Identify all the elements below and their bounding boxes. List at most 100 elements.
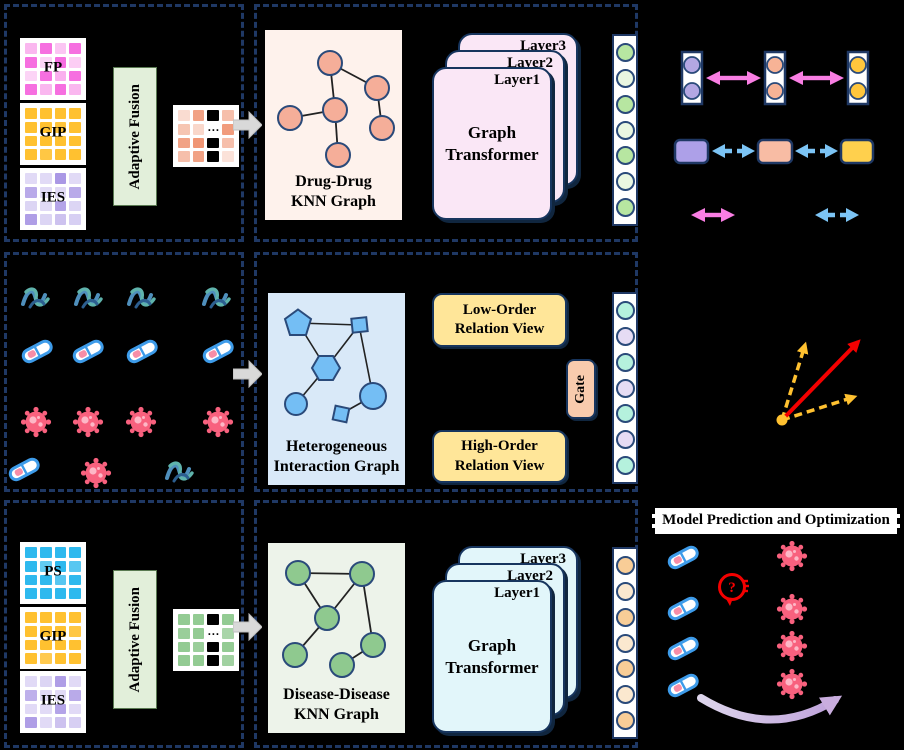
yellow-embedding-circle (849, 56, 867, 74)
matrix-label: PS (44, 563, 62, 580)
matrix-cell (69, 173, 81, 184)
panel-drug-knn-transformer: Drug-Drug KNN Graph Layer3 Layer2 Layer1… (254, 4, 638, 242)
flow-arrow (233, 111, 262, 139)
matrix-cell (192, 627, 205, 639)
matrix-cell (39, 200, 52, 212)
matrix-label: GIP (39, 124, 67, 141)
drug-embedding-column (612, 34, 638, 226)
hetero-graph-box: Heterogeneous Interaction Graph (268, 293, 405, 485)
yellow-view-rect (839, 138, 875, 165)
matrix-cell (207, 641, 220, 653)
title-line: Disease-Disease (283, 686, 390, 703)
matrix-cell (39, 70, 52, 82)
matrix-cell (25, 186, 37, 198)
protein-icon (124, 282, 158, 312)
matrix-grid (20, 607, 86, 669)
matrix-cell (54, 186, 67, 198)
matrix-cell (25, 108, 37, 119)
matrix-cell (39, 717, 52, 728)
matrix-cell (39, 43, 52, 54)
matrix-label: GIP (39, 628, 67, 645)
panel-disease-similarity: PS GIP IES Adaptive Fusion … (4, 500, 244, 748)
matrix-cell (25, 173, 37, 184)
matrix-cell (54, 560, 67, 572)
yellow-embedding-circle (849, 82, 867, 100)
virus-icon (201, 405, 235, 439)
matrix-cell (69, 56, 81, 68)
embedding-circle (615, 581, 635, 601)
layer-label: Layer1 (494, 585, 540, 601)
section-prediction: Model Prediction and Optimization ? (645, 500, 904, 750)
matrix-cell (25, 560, 37, 572)
matrix-cell (54, 588, 67, 599)
matrix-cell (25, 121, 37, 133)
matrix-cell (39, 56, 52, 68)
matrix-cell (54, 214, 67, 225)
transformer-layer1-card: Layer1 Graph Transformer (432, 580, 552, 733)
matrix-cell (69, 653, 81, 664)
matrix-cell (25, 149, 37, 160)
low-order-view-box: Low-Order Relation View (432, 293, 567, 347)
drug-knn-graph (277, 50, 395, 168)
matrix-cell (54, 84, 67, 95)
matrix-cell (69, 639, 81, 651)
matrix-cell (39, 121, 52, 133)
title-line: Interaction Graph (273, 458, 400, 475)
matrix-cell (178, 151, 190, 162)
matrix-cell (69, 560, 81, 572)
matrix-cell (54, 639, 67, 651)
purple-embedding-circle (683, 82, 701, 100)
embedding-circle (615, 607, 635, 627)
matrix-cell (39, 612, 52, 623)
matrix-cell (178, 641, 190, 653)
matrix-cell (54, 135, 67, 147)
matrix-cell (39, 135, 52, 147)
matrix-cell (178, 110, 190, 121)
matrix-cell (39, 214, 52, 225)
title-line: Graph (467, 635, 517, 655)
matrix-cell (178, 614, 190, 625)
matrix-cell (39, 84, 52, 95)
panel-hetero-views: Heterogeneous Interaction Graph Low-Orde… (254, 252, 638, 492)
disease-embedding-column (612, 547, 638, 739)
embedding-circle (615, 352, 635, 372)
adaptive-fusion-box: Adaptive Fusion (113, 570, 157, 709)
matrix-cell (25, 625, 37, 637)
matrix-cell (207, 151, 220, 162)
matrix-cell (54, 173, 67, 184)
matrix-cell (54, 653, 67, 664)
prediction-question-icon: ? (718, 573, 749, 606)
legend-solid-arrow (691, 208, 735, 222)
matrix-cell (25, 588, 37, 599)
layer-label: Layer1 (494, 72, 540, 88)
ps-similarity-matrix: PS (20, 542, 86, 604)
virus-icon (79, 456, 113, 490)
virus-icon (19, 405, 53, 439)
matrix-cell (222, 123, 234, 135)
matrix-cell (39, 588, 52, 599)
fused-disease-matrix: … (173, 609, 239, 671)
matrix-cell (222, 641, 234, 653)
matrix-cell (54, 574, 67, 586)
protein-icon (199, 282, 233, 312)
pill-icon (664, 543, 702, 571)
pink-double-arrow (706, 71, 844, 85)
gate-box: Gate (566, 359, 596, 419)
matrix-cell (54, 547, 67, 558)
embedding-circle (615, 711, 635, 731)
embedding-circle (615, 685, 635, 705)
matrix-cell (39, 108, 52, 119)
matrix-cell (25, 717, 37, 728)
legend-dashed-arrow (815, 208, 859, 222)
matrix-cell (192, 151, 205, 162)
section-vector-fusion (645, 250, 904, 500)
matrix-cell (25, 70, 37, 82)
vector-origin-dot (776, 414, 788, 426)
ies-similarity-matrix: IES (20, 671, 86, 733)
matrix-cell (69, 149, 81, 160)
matrix-cell (178, 123, 190, 135)
embedding-circle (615, 378, 635, 398)
embedding-circle (615, 430, 635, 450)
matrix-cell (54, 717, 67, 728)
